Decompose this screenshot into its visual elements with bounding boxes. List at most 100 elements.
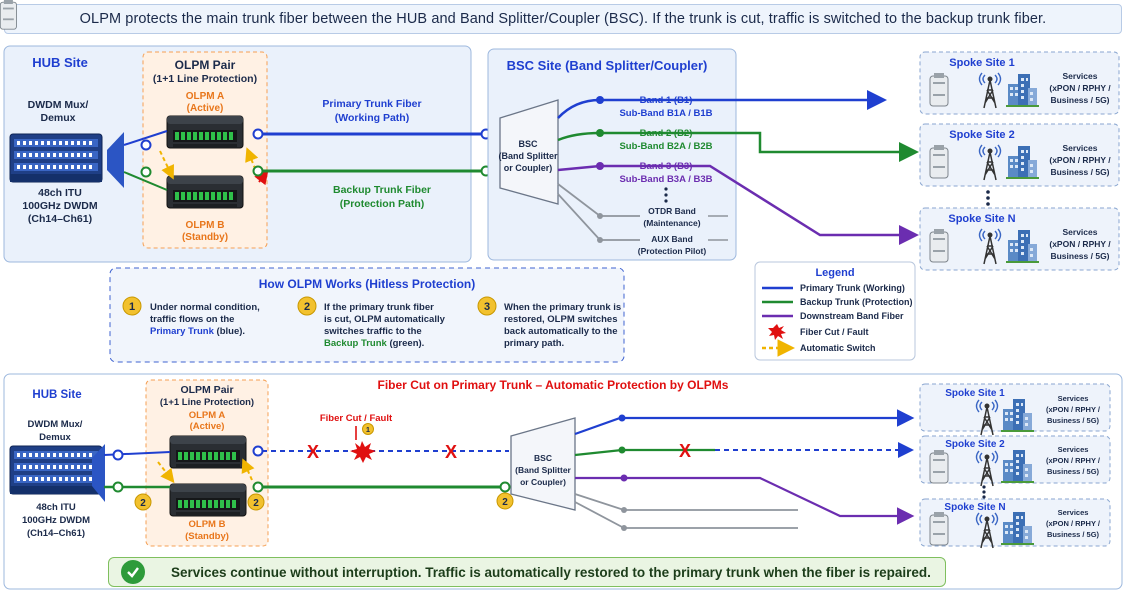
otdr-band-sub: (Maintenance) xyxy=(643,218,700,228)
step-1-badge xyxy=(122,296,142,316)
band3-dot xyxy=(596,162,604,170)
band1-title: Band 1 (B1) xyxy=(640,95,693,106)
olpm-a-label: OLPM A xyxy=(186,91,225,102)
fault-badge-1 xyxy=(362,423,374,435)
more-spokes-dots xyxy=(986,190,990,206)
cabinet-icon xyxy=(0,0,17,30)
footer-banner: Services continue without interruption. … xyxy=(108,557,946,587)
bottom-olpm-b-state: (Standby) xyxy=(185,531,229,542)
band1-dot xyxy=(596,96,604,104)
band2-title: Band 2 (B2) xyxy=(640,128,693,139)
legend-panel xyxy=(754,261,916,361)
bottom-badge-2-right-num: 2 xyxy=(253,498,259,509)
bottom-olpm-b-label: OLPM B xyxy=(189,519,226,530)
step-2-link: Backup Trunk xyxy=(324,338,388,349)
legend-item-switch: Automatic Switch xyxy=(800,343,876,353)
step-2-line-4-rest: (green). xyxy=(387,338,424,349)
bottom-hub-port-a xyxy=(112,449,124,461)
hub-port-a xyxy=(140,139,152,151)
bottom-spoke-1-services-2: (xPON / RPHY / xyxy=(1046,405,1101,414)
aux-band-label: AUX Band xyxy=(651,234,693,244)
step-1-line-2: traffic flows on the xyxy=(150,314,234,325)
spoke-n-services: Services xyxy=(1063,227,1098,237)
spoke-n-services-3: Business / 5G) xyxy=(1050,251,1109,261)
olpm-title: OLPM Pair xyxy=(175,58,236,72)
hub-port-b xyxy=(140,166,152,178)
bottom-spoke-1-services-3: Business / 5G) xyxy=(1047,416,1100,425)
fault-starburst-icon xyxy=(350,441,376,463)
spoke-1-title: Spoke Site 1 xyxy=(949,57,1014,69)
cut-x-mark-1: X xyxy=(307,442,319,462)
hub-spec-2: 100GHz DWDM xyxy=(22,200,98,212)
step-1-num: 1 xyxy=(129,301,135,313)
step-2-line-4: Backup Trunk (green). xyxy=(324,338,424,349)
spoke-n-services-2: (xPON / RPHY / xyxy=(1049,239,1111,249)
legend-fault-icon xyxy=(768,324,786,340)
step-2-num: 2 xyxy=(304,301,310,313)
bottom-olpm-b-icon xyxy=(169,483,247,517)
band3-fiber xyxy=(557,164,919,245)
spoke-2-title: Spoke Site 2 xyxy=(949,129,1014,141)
cabinet-icon xyxy=(929,511,949,546)
step-2-line-1: If the primary trunk fiber xyxy=(324,302,434,313)
bottom-spoke-n-services: Services xyxy=(1058,508,1089,517)
band2-fiber xyxy=(557,131,919,162)
step-3-badge xyxy=(477,296,497,316)
bottom-spoke-1-title: Spoke Site 1 xyxy=(945,388,1005,399)
spoke-site-2-card: Spoke Site 2 Services (xPON / RPHY / Bus… xyxy=(919,123,1120,187)
cut-x-mark-3: X xyxy=(679,441,691,461)
bottom-spoke-site-1-card: Spoke Site 1 Services (xPON / RPHY / Bus… xyxy=(0,0,1111,436)
bottom-band1-dot xyxy=(618,414,626,422)
hub-mux-label-1: DWDM Mux/ xyxy=(28,99,89,111)
bottom-olpm-a-state: (Active) xyxy=(190,421,225,432)
step-1-line-1: Under normal condition, xyxy=(150,302,260,313)
bsc-site-title: BSC Site (Band Splitter/Coupler) xyxy=(507,58,708,73)
header-text: OLPM protects the main trunk fiber betwe… xyxy=(79,11,1047,27)
spoke-1-services: Services xyxy=(1063,71,1098,81)
cut-x-mark-2: X xyxy=(445,442,457,462)
fault-label: Fiber Cut / Fault xyxy=(320,413,393,424)
bottom-badge-2-bsc-num: 2 xyxy=(502,497,508,508)
bottom-olpm-a-label: OLPM A xyxy=(189,410,226,421)
step-3-line-3: back automatically to the xyxy=(504,326,618,337)
bottom-hub-port-b xyxy=(112,481,124,493)
switch-arrow-left xyxy=(159,150,174,180)
bottom-spoke-site-n-card: Spoke Site N Services (xPON / RPHY / Bus… xyxy=(919,498,1111,549)
bottom-bsc-label-1: BSC xyxy=(534,453,552,463)
header-banner: OLPM protects the main trunk fiber betwe… xyxy=(4,4,1122,34)
bottom-band3-dot xyxy=(620,474,628,482)
how-title: How OLPM Works (Hitless Protection) xyxy=(259,277,475,291)
legend-item-downstream: Downstream Band Fiber xyxy=(800,311,904,321)
bottom-bsc-splitter-icon xyxy=(510,417,576,511)
band3-title: Band 3 (B3) xyxy=(640,161,693,172)
backup-fiber-label-1: Backup Trunk Fiber xyxy=(333,184,431,196)
spoke-2-services-2: (xPON / RPHY / xyxy=(1049,155,1111,165)
bottom-olpm-a-out xyxy=(252,445,264,457)
bottom-aux-dot xyxy=(621,525,627,531)
bottom-spoke-2-services-3: Business / 5G) xyxy=(1047,467,1100,476)
bottom-switch-arrow-left xyxy=(157,461,175,484)
cabinet-icon xyxy=(929,144,949,179)
hub-to-olpm-a-line xyxy=(123,130,168,146)
switch-arrow-right xyxy=(245,147,259,177)
bottom-spoke-n-title: Spoke Site N xyxy=(944,502,1005,513)
step-1-line-3: Primary Trunk (blue). xyxy=(150,326,245,337)
legend-item-primary: Primary Trunk (Working) xyxy=(800,283,905,293)
step-1-link: Primary Trunk xyxy=(150,326,215,337)
spoke-n-title: Spoke Site N xyxy=(948,213,1015,225)
bsc-label-1: BSC xyxy=(518,139,538,149)
step-3-line-4: primary path. xyxy=(504,338,564,349)
bottom-spoke-2-services: Services xyxy=(1058,445,1089,454)
bottom-band3-fiber xyxy=(575,476,915,525)
step-3-line-2: restored, OLPM switches xyxy=(504,314,618,325)
band1-subbands: Sub-Band B1A / B1B xyxy=(619,108,712,119)
step-2-line-2: is cut, OLPM automatically xyxy=(324,314,446,325)
bsc-label-3: or Coupler) xyxy=(504,163,553,173)
bsc-label-2: (Band Splitter xyxy=(498,151,557,161)
bottom-more-spokes-dots xyxy=(982,485,986,499)
bsc-site-panel xyxy=(487,48,737,261)
check-icon xyxy=(121,560,145,584)
spoke-site-n-card: Spoke Site N Services (xPON / RPHY / Bus… xyxy=(919,207,1120,271)
more-bands-dots xyxy=(664,187,668,203)
how-it-works-panel xyxy=(109,267,625,363)
